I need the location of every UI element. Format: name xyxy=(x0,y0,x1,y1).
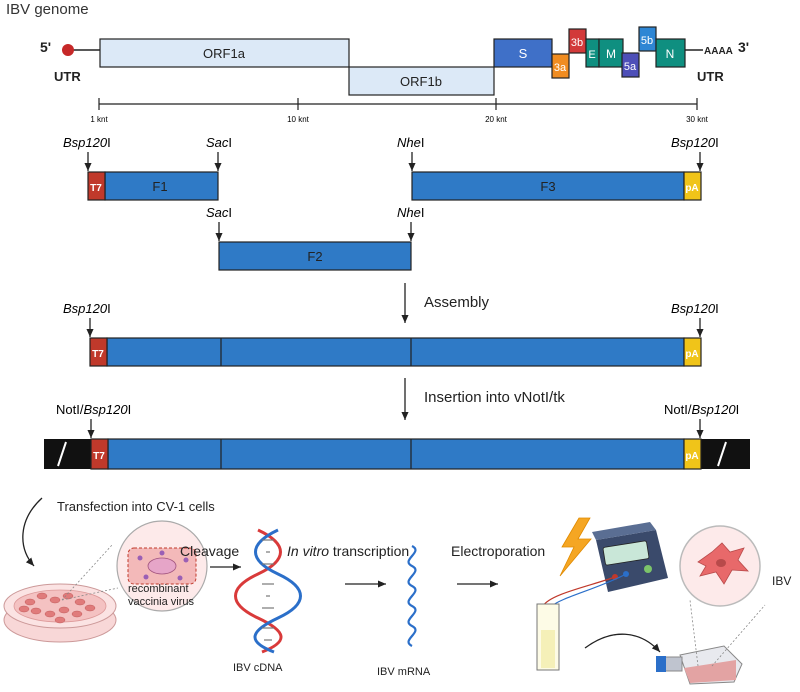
gene-s-label: S xyxy=(519,46,528,61)
pa-label: pA xyxy=(685,349,698,360)
tick-label: 30 knt xyxy=(686,115,709,124)
t7-label: T7 xyxy=(92,349,104,360)
assembly-label: Assembly xyxy=(424,294,490,311)
infection-arrow xyxy=(584,633,661,653)
tick-label: 20 knt xyxy=(485,115,508,124)
pa-signal xyxy=(683,171,702,201)
gene-3b-label: 3b xyxy=(571,37,583,49)
genome-scale xyxy=(98,98,698,110)
t7-promoter xyxy=(90,438,109,470)
vaccinia-virus-label: vaccinia virus xyxy=(128,596,195,608)
zoom-line xyxy=(711,604,766,667)
fragment-f1: T7 F1 xyxy=(87,171,219,201)
gene-orf1b-label: ORF1b xyxy=(400,74,442,89)
zoom-line xyxy=(61,587,119,601)
site-label-bsp120i: Bsp120I xyxy=(63,301,111,316)
lightning-bolt-icon xyxy=(559,517,592,577)
site-label-nhei: NheI xyxy=(397,205,424,220)
three-prime-label: 3' xyxy=(738,39,749,55)
gene-n: N xyxy=(655,38,686,68)
site-label-noti-bsp120i: NotI/Bsp120I xyxy=(56,402,131,417)
t7-label: T7 xyxy=(90,183,102,194)
cleavage-label: Cleavage xyxy=(180,543,239,559)
gene-orf1a-label: ORF1a xyxy=(203,46,246,61)
ibv-label: IBV xyxy=(772,574,791,588)
gene-3a-label: 3a xyxy=(554,62,567,74)
gene-3a: 3a xyxy=(551,53,570,79)
gene-m-label: M xyxy=(606,47,616,61)
gene-5b: 5b xyxy=(638,26,657,52)
gene-s: S xyxy=(493,38,553,68)
zoom-line xyxy=(689,599,699,667)
insertion-label: Insertion into vNotI/tk xyxy=(424,389,565,406)
ibv-cdna-label: IBV cDNA xyxy=(233,662,283,674)
gene-orf1a: ORF1a xyxy=(99,38,350,68)
fragment-f3-label: F3 xyxy=(540,179,555,194)
vaccinia-arm-left xyxy=(44,439,91,469)
site-label-saci: SacI xyxy=(206,205,232,220)
ibv-mrna-label: IBV mRNA xyxy=(377,666,431,678)
electroporation-label: Electroporation xyxy=(451,543,545,559)
fragment-f2: F2 xyxy=(218,241,412,271)
mrna-strand-icon xyxy=(407,545,417,647)
infected-cell-zoom xyxy=(116,520,208,612)
pa-signal xyxy=(683,337,702,367)
zoom-line xyxy=(61,544,113,601)
site-label-bsp120i: Bsp120I xyxy=(671,301,719,316)
site-label-saci: SacI xyxy=(206,135,232,150)
site-label-noti-bsp120i: NotI/Bsp120I xyxy=(664,402,739,417)
dna-helix-icon xyxy=(234,528,302,654)
site-label-bsp120i: Bsp120I xyxy=(671,135,719,150)
gene-3b: 3b xyxy=(568,28,587,54)
petri-dish xyxy=(3,583,117,643)
infected-cell-syncytium xyxy=(679,525,761,607)
five-prime-label: 5' xyxy=(40,39,51,55)
tick-label: 1 knt xyxy=(90,115,108,124)
cap-circle xyxy=(62,44,74,56)
cuvette-wire xyxy=(542,576,616,607)
recombinant-label: recombinant xyxy=(128,583,189,595)
genome-title: IBV genome xyxy=(6,1,89,18)
pa-signal xyxy=(683,438,702,470)
in-vitro-transcription-label: In vitro transcription xyxy=(287,543,409,559)
pa-label: pA xyxy=(685,451,698,462)
utr-right-label: UTR xyxy=(697,69,724,84)
t7-promoter xyxy=(89,337,108,367)
polya-label: AAAA xyxy=(704,46,733,57)
tick-label: 10 knt xyxy=(287,115,310,124)
fragment-f2-label: F2 xyxy=(307,249,322,264)
cell-culture-flask-icon xyxy=(656,645,743,685)
t7-promoter xyxy=(87,171,106,201)
gene-n-label: N xyxy=(666,47,675,61)
gene-e: E xyxy=(585,38,600,68)
fragment-f3: pA F3 xyxy=(411,171,702,201)
assembled-construct: T7 pA xyxy=(89,337,702,367)
gene-5b-label: 5b xyxy=(641,35,653,47)
gene-5a: 5a xyxy=(621,52,640,78)
transfection-arrow xyxy=(22,497,43,567)
gene-5a-label: 5a xyxy=(624,61,637,73)
cuvette-icon xyxy=(536,603,560,671)
site-label-bsp120i: Bsp120I xyxy=(63,135,111,150)
vaccinia-construct: T7 pA xyxy=(44,438,750,470)
gene-m: M xyxy=(598,38,624,68)
site-label-nhei: NheI xyxy=(397,135,424,150)
fragment-f1-label: F1 xyxy=(152,179,167,194)
transfection-label: Transfection into CV-1 cells xyxy=(57,499,215,514)
gene-orf1b: ORF1b xyxy=(348,66,495,96)
pa-label: pA xyxy=(685,183,698,194)
utr-left-label: UTR xyxy=(54,69,81,84)
t7-label: T7 xyxy=(93,451,105,462)
gene-e-label: E xyxy=(588,49,595,61)
electroporator-device-icon xyxy=(592,522,668,592)
